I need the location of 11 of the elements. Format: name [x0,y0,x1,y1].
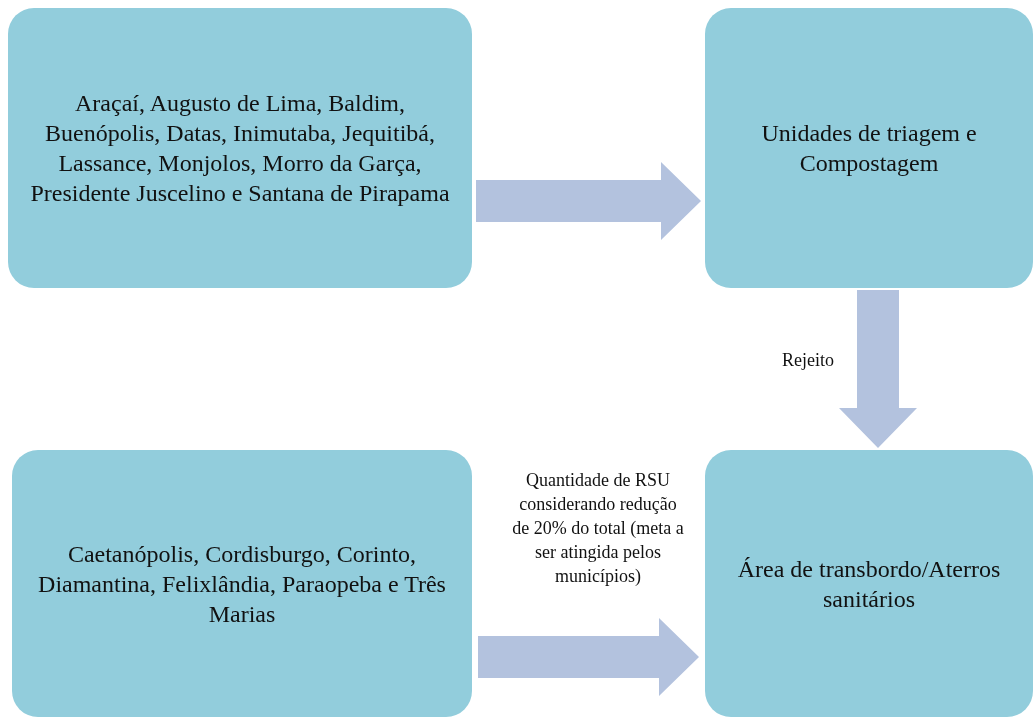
box-text: Caetanópolis, Cordisburgo, Corinto, Diamantina, Felixlândia, Paraopeba e Três Marias [37,539,447,629]
block-arrow [839,290,917,448]
process-box [705,450,1033,717]
box-text: Área de transbordo/Aterros sanitários [736,554,1002,614]
process-box [12,450,472,717]
box-text: Araçaí, Augusto de Lima, Baldim, Buenópolis, Datas, Inimutaba, Jequitibá, Lassance, Monjolos, Morro da Garça, Presidente Juscelino e Santana de Pirapama [30,89,450,208]
process-box [705,8,1033,288]
box-text: Unidades de triagem e Compostagem [760,119,978,178]
block-arrow [476,162,701,240]
block-arrow [478,618,699,696]
process-box [8,8,472,288]
